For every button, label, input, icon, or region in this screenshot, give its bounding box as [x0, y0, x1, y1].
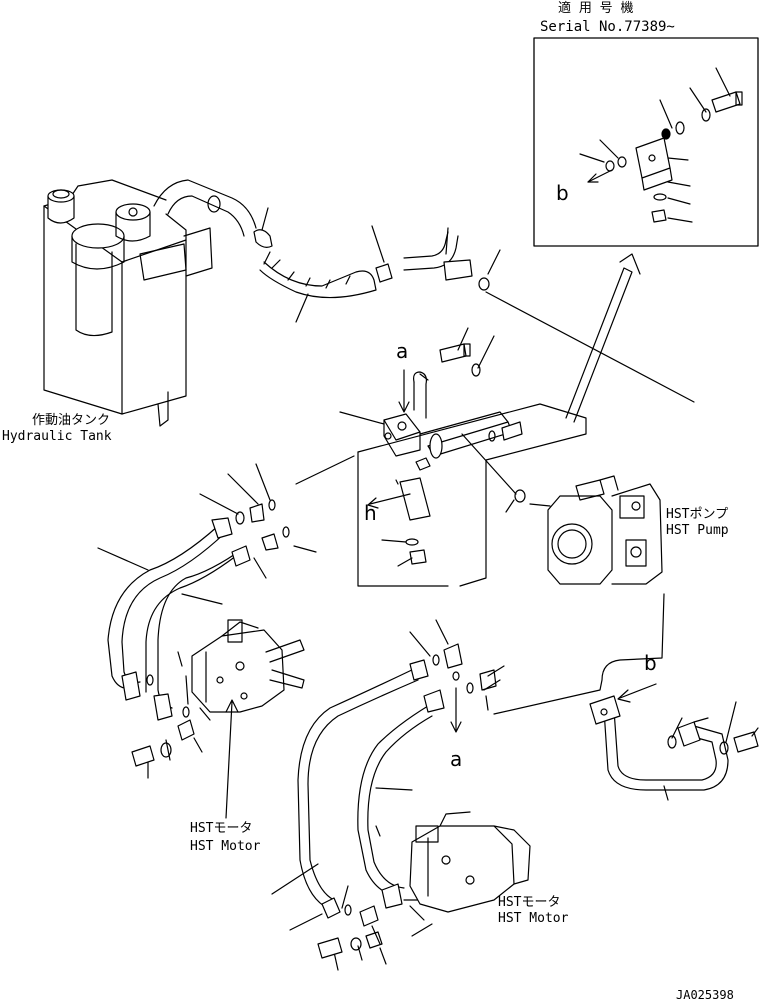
right-pipe — [493, 593, 759, 801]
hst-pump — [505, 475, 663, 585]
hst-motor-left-label-en: HST Motor — [190, 839, 261, 854]
marker-b-main: b — [644, 651, 657, 675]
drawing-number: JA025398 — [676, 988, 734, 1002]
left-hoses — [97, 463, 317, 779]
marker-b-inset: b — [556, 181, 569, 205]
serial-label-jp: 適 用 号 機 — [558, 1, 634, 16]
hst-pump-label-jp: HSTポンプ — [666, 507, 729, 522]
serial-label-en: Serial No.77389~ — [540, 19, 675, 35]
hst-motor-right-label-en: HST Motor — [498, 911, 569, 926]
hst-motor-left-label-jp: HSTモータ — [190, 821, 253, 836]
serial-inset — [533, 37, 759, 247]
marker-h: h — [364, 501, 377, 525]
hst-motor-right-label-jp: HSTモータ — [498, 895, 561, 910]
marker-a-top: a — [396, 339, 409, 363]
hst-motor-right — [409, 811, 531, 921]
manifold-block — [295, 327, 587, 587]
hst-pump-label-en: HST Pump — [666, 523, 729, 538]
hydraulic-tank — [43, 179, 257, 427]
hydraulic-tank-label-jp: 作動油タンク — [32, 413, 111, 428]
right-hoses — [271, 619, 505, 971]
hst-motor-left — [185, 619, 305, 721]
hydraulic-tank-label-en: Hydraulic Tank — [2, 429, 112, 444]
marker-a-bottom: a — [450, 747, 463, 771]
